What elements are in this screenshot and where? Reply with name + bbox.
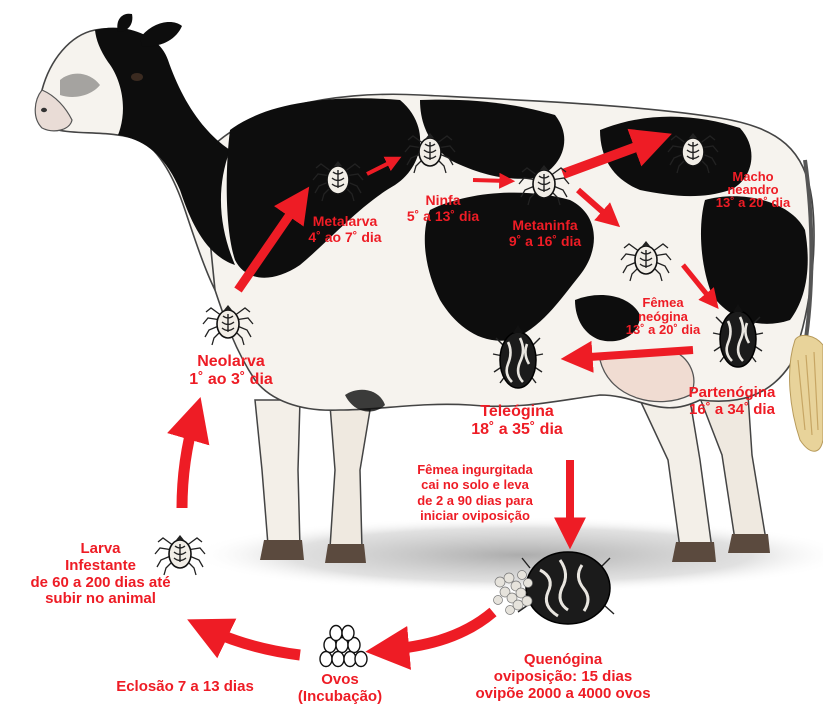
metaninfa-name: Metaninfa (500, 218, 590, 234)
macho-time: 13˚ a 20˚ dia (708, 196, 798, 209)
partenogina-name: Partenógina (672, 385, 792, 402)
label-ovos: Ovos (Incubação) (285, 672, 395, 706)
ninfa-name: Ninfa (398, 193, 488, 209)
queda-line2: cai no solo e leva (395, 477, 555, 492)
label-metaninfa: Metaninfa 9˚ a 16˚ dia (500, 218, 590, 249)
label-ninfa: Ninfa 5˚ a 13˚ dia (398, 193, 488, 224)
queda-line1: Fêmea ingurgitada (395, 462, 555, 477)
larva-line3: de 60 a 200 dias até (8, 575, 193, 592)
label-femea-neogina: Fêmea neógina 13˚ a 20˚ dia (618, 296, 708, 337)
teleogina-name: Teleógina (457, 403, 577, 421)
queda-line4: iniciar oviposição (395, 508, 555, 523)
neolarva-name: Neolarva (176, 353, 286, 371)
femea-name: Fêmea (618, 296, 708, 310)
teleogina-time: 18˚ a 35˚ dia (457, 421, 577, 439)
eclosao-text: Eclosão 7 a 13 dias (85, 679, 285, 696)
label-quenogina: Quenógina oviposição: 15 dias ovipõe 200… (458, 652, 668, 702)
egg-cluster-icon (320, 626, 367, 667)
metaninfa-time: 9˚ a 16˚ dia (500, 234, 590, 250)
label-teleogina: Teleógina 18˚ a 35˚ dia (457, 403, 577, 439)
femea-name2: neógina (618, 310, 708, 324)
label-macho-neandro: Macho neandro 13˚ a 20˚ dia (708, 170, 798, 209)
quenogina-line3: ovipõe 2000 a 4000 ovos (458, 686, 668, 703)
label-metalarva: Metalarva 4˚ ao 7˚ dia (300, 214, 390, 245)
ovos-name: Ovos (285, 672, 395, 689)
queda-line3: de 2 a 90 dias para (395, 493, 555, 508)
label-partenogina: Partenógina 16˚ a 34˚ dia (672, 385, 792, 419)
metalarva-name: Metalarva (300, 214, 390, 230)
larva-line2: Infestante (8, 558, 193, 575)
label-eclosao: Eclosão 7 a 13 dias (85, 679, 285, 696)
label-larva-infestante: Larva Infestante de 60 a 200 dias até su… (8, 541, 193, 608)
label-neolarva: Neolarva 1˚ ao 3˚ dia (176, 353, 286, 389)
label-queda-solo: Fêmea ingurgitada cai no solo e leva de … (395, 462, 555, 523)
femea-time: 13˚ a 20˚ dia (618, 323, 708, 337)
quenogina-line2: oviposição: 15 dias (458, 669, 668, 686)
quenogina-name: Quenógina (458, 652, 668, 669)
ovos-sub: (Incubação) (285, 689, 395, 706)
larva-line1: Larva (8, 541, 193, 558)
metalarva-time: 4˚ ao 7˚ dia (300, 230, 390, 246)
neolarva-time: 1˚ ao 3˚ dia (176, 371, 286, 389)
larva-line4: subir no animal (8, 591, 193, 608)
partenogina-time: 16˚ a 34˚ dia (672, 402, 792, 419)
ninfa-time: 5˚ a 13˚ dia (398, 209, 488, 225)
